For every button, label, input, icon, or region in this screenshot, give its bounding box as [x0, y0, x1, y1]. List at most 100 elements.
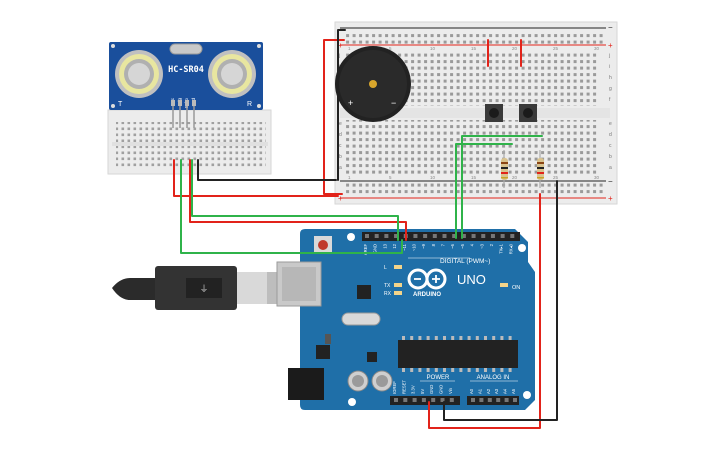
digital-pin-hole[interactable]: [413, 234, 418, 238]
analog-pin-label: A5: [511, 388, 516, 394]
analog-pin-label: A0: [469, 388, 474, 394]
power-pin-label: Vin: [448, 387, 453, 394]
main-breadboard: + + + + − − jjiihhggffeeddccbbaa11551010…: [334, 21, 618, 205]
receiver-transducer: [208, 50, 256, 98]
col-number-bottom-20: 20: [512, 175, 518, 180]
digital-pin-label: ~3: [479, 243, 484, 248]
wire-green-button-1: [461, 135, 543, 239]
reset-button[interactable]: [318, 240, 328, 250]
power-pin-label: 3.3V: [411, 385, 416, 394]
power-pin-hole[interactable]: [403, 398, 408, 402]
power-label: POWER: [427, 375, 450, 381]
power-pin-label: GND: [439, 385, 444, 394]
push-button-2[interactable]: [519, 104, 537, 122]
digital-pin-label: 12: [392, 243, 397, 248]
row-label-e: e: [609, 121, 612, 127]
col-number-bottom-1: 1: [348, 175, 351, 180]
digital-pin-hole[interactable]: [365, 234, 369, 238]
digital-pin-hole[interactable]: [423, 234, 428, 238]
digital-pin-label: 7: [441, 243, 446, 246]
power-pin-label: IOREF: [392, 381, 397, 394]
row-label-j: j: [608, 53, 610, 59]
buzzer-minus-label: −: [391, 98, 396, 108]
row-label-h: h: [609, 75, 612, 81]
led-label: RX: [384, 291, 392, 297]
col-number-bottom-5: 5: [389, 175, 392, 180]
ultrasonic-sensor: HC-SR04 T R VccTrigEchoGnd: [109, 42, 263, 128]
row-label-f: f: [609, 97, 611, 103]
row-label-left-c: c: [339, 143, 342, 149]
power-pin-label: 5V: [420, 389, 425, 394]
digital-pin-hole[interactable]: [510, 234, 515, 238]
push-button-1[interactable]: [485, 104, 503, 122]
analog-pin-label: A1: [477, 388, 482, 394]
piezo-buzzer: + −: [335, 46, 411, 122]
sensor-r-label: R: [247, 101, 252, 108]
wires: [173, 29, 558, 429]
on-led-label: ON: [512, 285, 520, 291]
usb-icon: ⏚: [199, 284, 208, 294]
col-number-bottom-10: 10: [430, 175, 436, 180]
digital-pin-label: ~5: [460, 243, 465, 248]
arduino-model-label: UNO: [457, 272, 486, 287]
power-pin-hole[interactable]: [431, 398, 436, 402]
col-number-top-5: 5: [389, 46, 392, 51]
digital-pin-hole[interactable]: [500, 234, 505, 238]
digital-pin-hole[interactable]: [490, 234, 495, 238]
analog-pin-hole[interactable]: [487, 398, 492, 402]
power-pin-hole[interactable]: [421, 398, 426, 402]
row-label-left-b: b: [339, 154, 342, 160]
wire-red-sensor-echo: [189, 159, 407, 241]
digital-pin-hole[interactable]: [384, 234, 389, 238]
digital-pin-hole[interactable]: [374, 234, 379, 238]
power-pin-hole[interactable]: [449, 398, 454, 402]
row-label-c: c: [609, 143, 612, 149]
arduino-brand-label: ARDUINO: [413, 292, 441, 298]
digital-pin-hole[interactable]: [471, 234, 476, 238]
col-number-top-1: 1: [348, 46, 351, 51]
digital-pin-label: ~11: [402, 243, 407, 250]
resistor-1: [501, 150, 508, 188]
digital-pin-hole[interactable]: [394, 234, 399, 238]
row-label-left-j: j: [338, 53, 340, 59]
transmitter-transducer: [115, 50, 163, 98]
led-label: TX: [384, 283, 391, 289]
digital-pin-label: GND: [373, 244, 378, 253]
analog-pin-hole[interactable]: [496, 398, 501, 402]
col-number-top-30: 30: [594, 46, 600, 51]
buzzer-plus-label: +: [348, 98, 353, 108]
digital-pin-label: TX▸1: [499, 243, 504, 253]
analog-in-label: ANALOG IN: [477, 375, 510, 381]
row-label-g: g: [609, 86, 612, 92]
power-pin-hole[interactable]: [412, 398, 417, 402]
row-label-a: a: [609, 165, 612, 171]
digital-pin-hole[interactable]: [481, 234, 486, 238]
analog-pin-hole[interactable]: [513, 398, 517, 402]
col-number-top-20: 20: [512, 46, 518, 51]
digital-pin-label: AREF: [363, 244, 368, 256]
power-pin-label: RESET: [401, 380, 406, 394]
analog-pin-hole[interactable]: [479, 398, 484, 402]
wire-red-5v: [428, 193, 541, 429]
analog-pin-hole[interactable]: [471, 398, 475, 402]
analog-pin-hole[interactable]: [504, 398, 509, 402]
wire-black-sensor-gnd: [197, 159, 337, 181]
power-pin-label: GND: [429, 385, 434, 394]
analog-pin-label: A4: [503, 388, 508, 394]
wire-green-sensor-trig: [180, 159, 403, 254]
digital-pin-hole[interactable]: [442, 234, 447, 238]
sensor-t-label: T: [118, 101, 123, 108]
crystal-oscillator: [169, 43, 203, 55]
digital-pin-hole[interactable]: [452, 234, 457, 238]
power-pin-hole[interactable]: [394, 398, 398, 402]
row-label-b: b: [609, 154, 612, 160]
power-pin-hole[interactable]: [440, 398, 445, 402]
digital-pin-label: 13: [382, 243, 387, 248]
col-number-bottom-30: 30: [594, 175, 600, 180]
row-label-left-d: d: [339, 132, 342, 138]
digital-pin-hole[interactable]: [461, 234, 466, 238]
wire-green-button-2: [455, 143, 513, 239]
digital-pin-hole[interactable]: [432, 234, 437, 238]
rail-minus-label-bottom-right: −: [608, 177, 613, 186]
